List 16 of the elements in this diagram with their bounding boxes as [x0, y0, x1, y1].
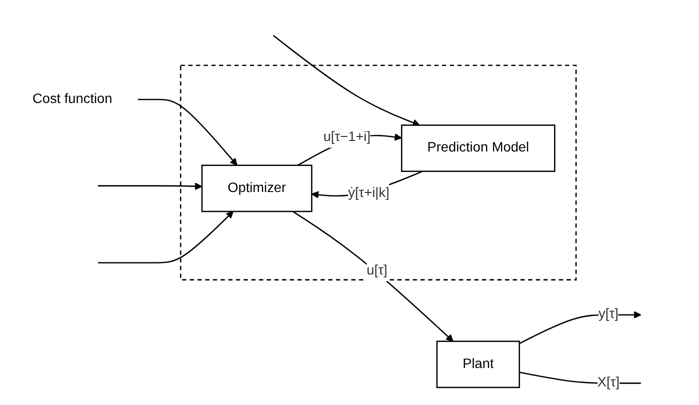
arrow — [272, 34, 420, 126]
edge-label: X[τ] — [597, 375, 620, 390]
node-box: Prediction Model — [401, 124, 556, 172]
arrow — [98, 210, 234, 263]
edge-label: ẏ[τ+i|k] — [348, 186, 390, 200]
arrow — [138, 98, 238, 166]
edge-label: u[τ−1+i] — [323, 129, 371, 144]
node-text: Cost function — [32, 91, 112, 106]
arrow — [292, 210, 454, 342]
connector — [519, 371, 641, 384]
edge-label: y[τ] — [598, 306, 618, 322]
edge-label: u[τ] — [366, 263, 388, 278]
arrow — [98, 182, 202, 190]
node-box: Plant — [436, 340, 520, 388]
node-box: Optimizer — [201, 164, 312, 212]
arrow — [519, 310, 642, 344]
